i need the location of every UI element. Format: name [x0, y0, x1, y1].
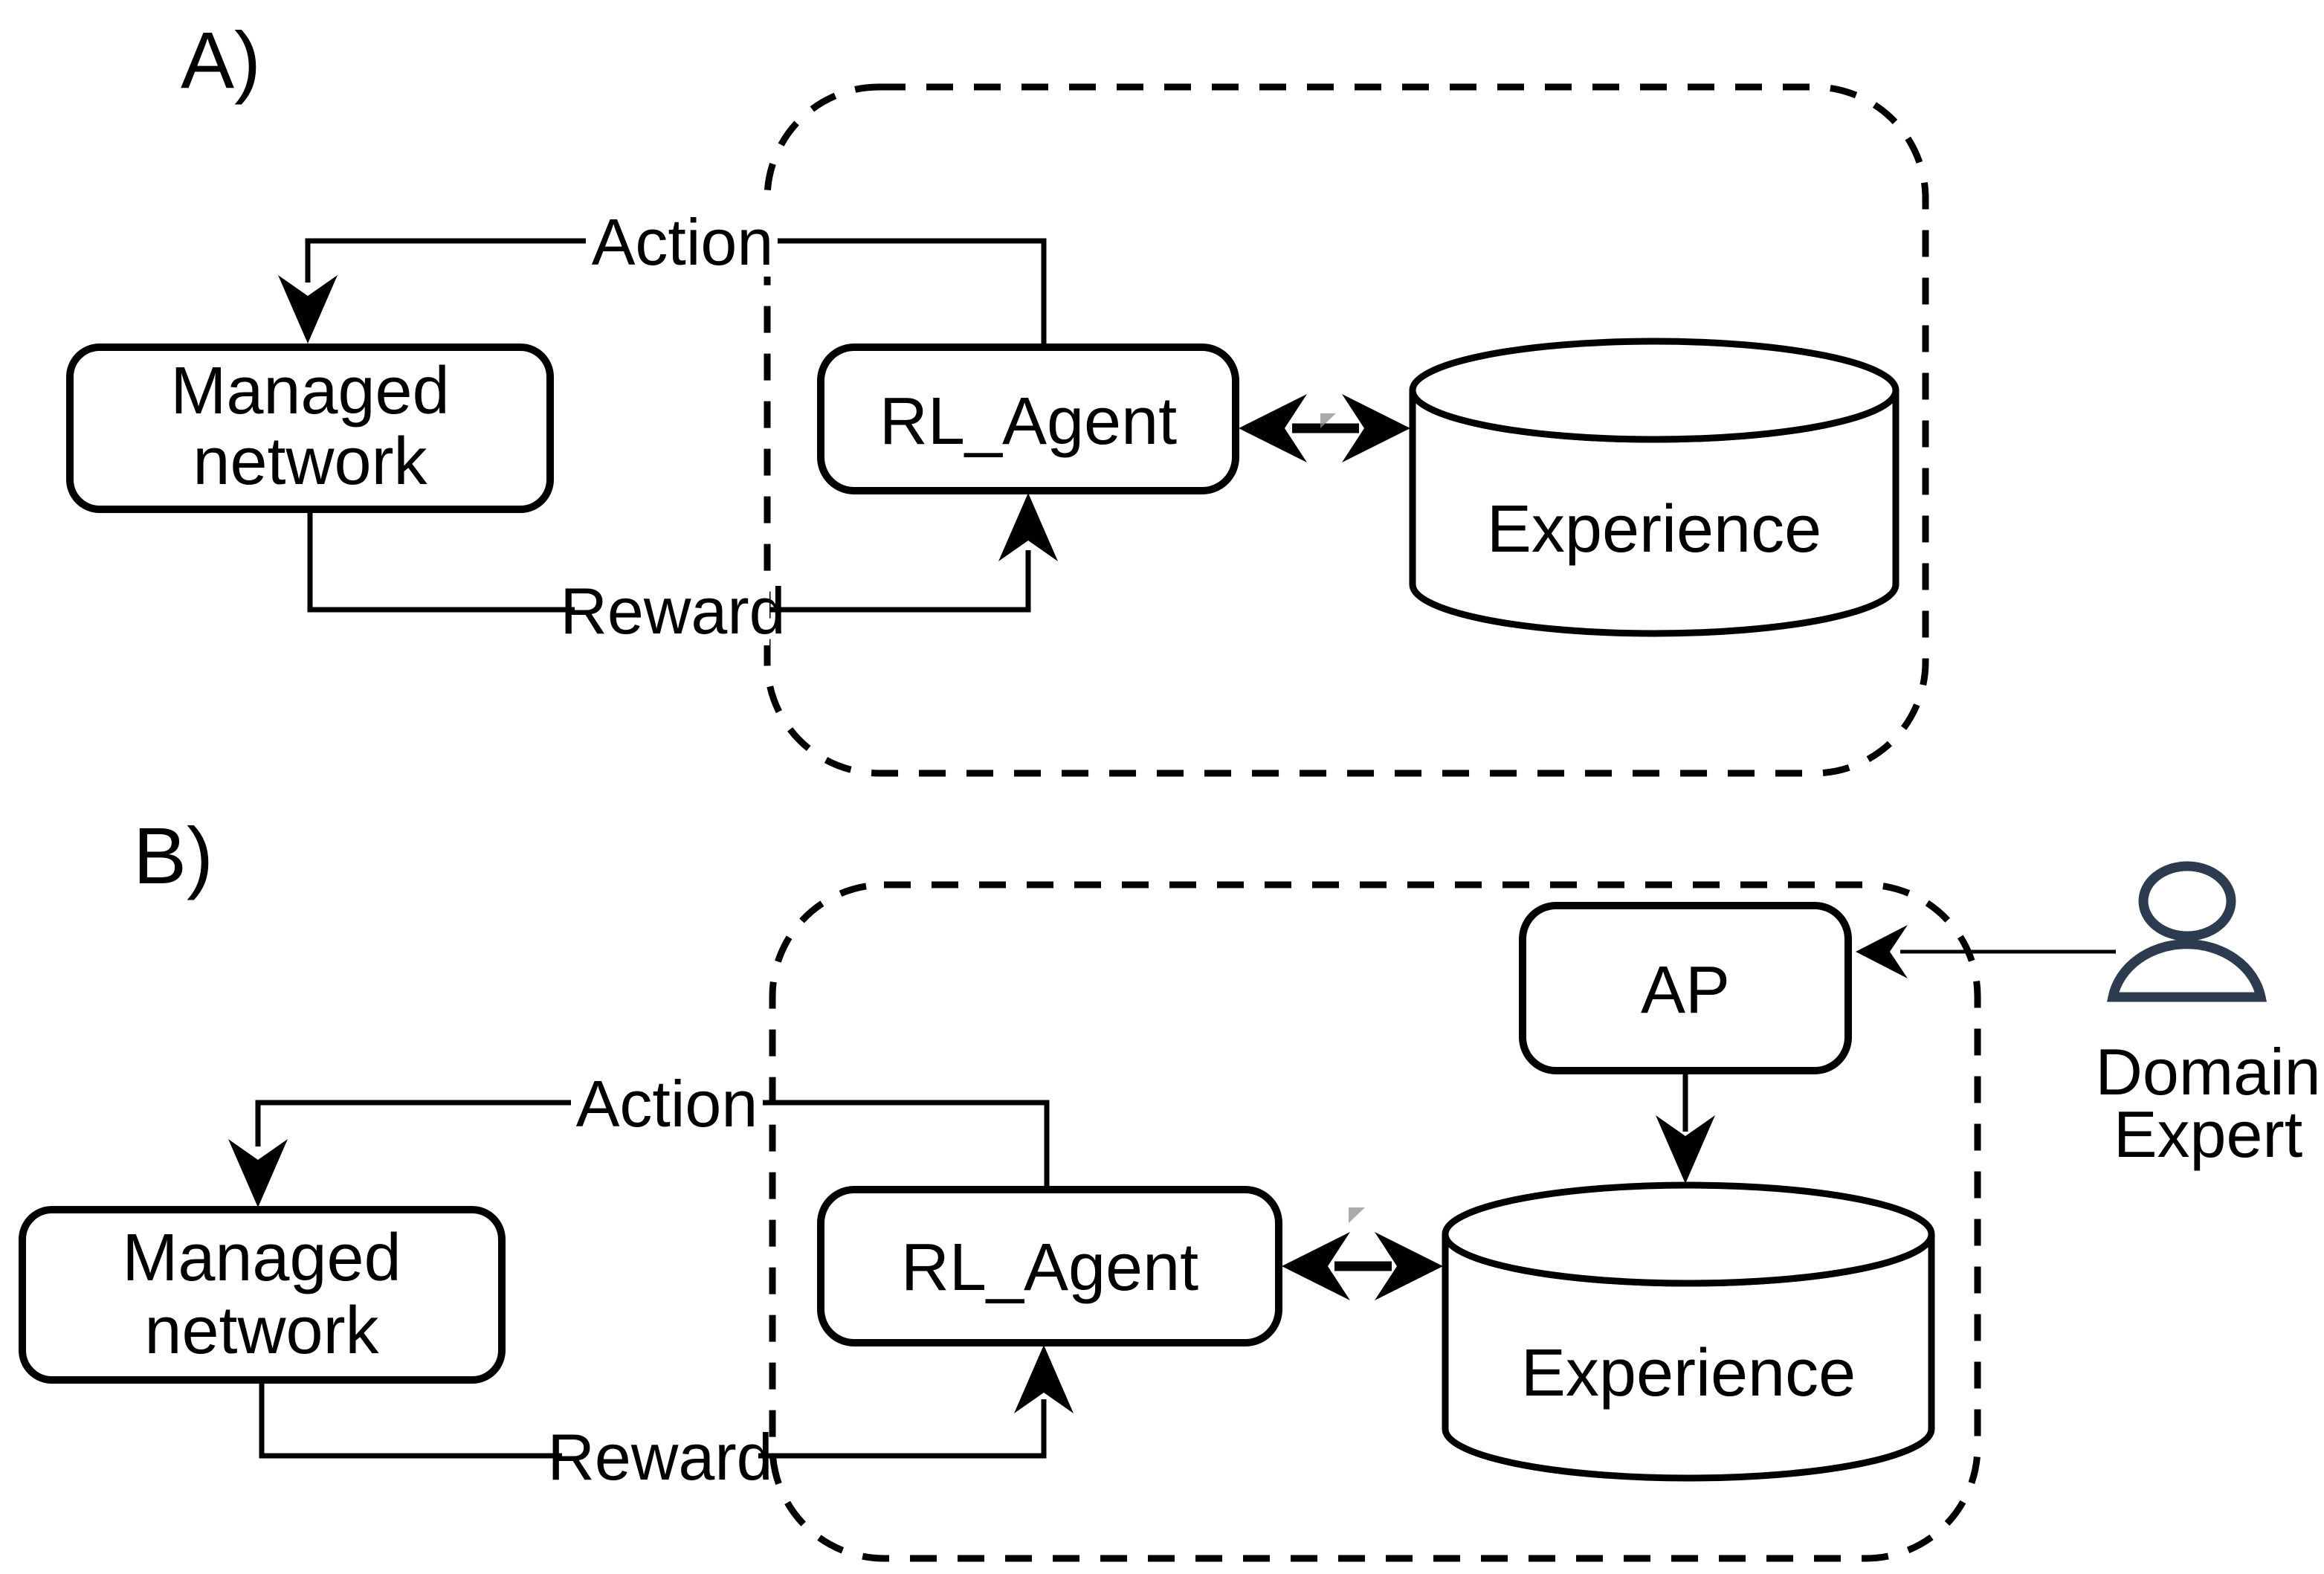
action-label-b: Action: [576, 1067, 758, 1141]
managed-network-box: [66, 343, 554, 513]
action-label-a: Action: [592, 205, 774, 279]
cursor-artifact: [1349, 1207, 1365, 1223]
managed-network-label-line1: Managed: [170, 354, 449, 428]
managed-network-label-line2: network: [193, 425, 427, 499]
panel-b-label: B): [133, 810, 213, 900]
rl-agent-box: [817, 1186, 1282, 1346]
experience-datastore-b: Experience: [1442, 1181, 1935, 1482]
arrowhead-left-icon: [1856, 925, 1908, 978]
ap-node: AP: [1519, 902, 1852, 1074]
experience-datastore-a: Experience: [1409, 338, 1899, 637]
domain-expert-label-line1: Domain: [2095, 1035, 2320, 1109]
panel-a-label: A): [181, 15, 261, 105]
rl-experience-arrow-a: [1239, 394, 1410, 462]
rl-agent-label: RL_Agent: [901, 1231, 1198, 1305]
arrowhead-right-icon: [1342, 394, 1410, 462]
experience-label: Experience: [1521, 1336, 1856, 1410]
reward-label-bg: [562, 1420, 758, 1491]
reward-label-b: Reward: [547, 1420, 772, 1494]
managed-network-box: [19, 1206, 506, 1384]
domain-expert-ap-edge: [1856, 925, 2116, 978]
database-top-icon: [1442, 1181, 1935, 1287]
ap-experience-edge: [1656, 1071, 1715, 1184]
panel-b: Managed network RL_Agent AP Experience D…: [19, 810, 2321, 1562]
action-label-bg: [586, 205, 778, 277]
experience-label: Experience: [1487, 492, 1821, 567]
domain-expert: Domain Expert: [2095, 861, 2321, 1171]
managed-network-label-line2: network: [144, 1294, 379, 1368]
arrowhead-down-icon: [1656, 1115, 1715, 1184]
managed-network-node-b: Managed network: [19, 1206, 506, 1384]
reward-label-a: Reward: [560, 574, 785, 648]
ap-label: AP: [1641, 953, 1730, 1028]
ap-box: [1519, 902, 1852, 1074]
rl-agent-node-b: RL_Agent: [817, 1186, 1282, 1346]
arrowhead-left-icon: [1282, 1232, 1350, 1300]
database-top-icon: [1409, 338, 1899, 443]
rl-agent-node-a: RL_Agent: [817, 343, 1239, 494]
managed-network-label-line1: Managed: [122, 1221, 401, 1295]
arrowhead-up-icon: [1014, 1345, 1074, 1413]
reward-label-bg: [575, 574, 769, 645]
arrowhead-up-icon: [998, 493, 1058, 561]
arrowhead-down-icon: [228, 1139, 288, 1207]
rl-experience-arrow-b: [1282, 1232, 1443, 1300]
arrowhead-left-icon: [1239, 394, 1307, 462]
agent-boundary-a: [764, 83, 1929, 777]
managed-network-node-a: Managed network: [66, 343, 554, 513]
rl-agent-label: RL_Agent: [879, 384, 1177, 459]
action-label-bg: [571, 1067, 763, 1138]
arrowhead-down-icon: [278, 275, 338, 343]
domain-expert-label-line2: Expert: [2114, 1097, 2302, 1171]
cursor-artifact: [1320, 413, 1336, 428]
person-body-icon: [2107, 939, 2267, 1002]
person-head-icon: [2138, 861, 2236, 941]
arrowhead-right-icon: [1375, 1232, 1443, 1300]
agent-boundary-b: [769, 881, 1981, 1562]
rl-agent-box: [817, 343, 1239, 494]
panel-a: Managed network RL_Agent Experience Acti…: [66, 15, 1929, 777]
